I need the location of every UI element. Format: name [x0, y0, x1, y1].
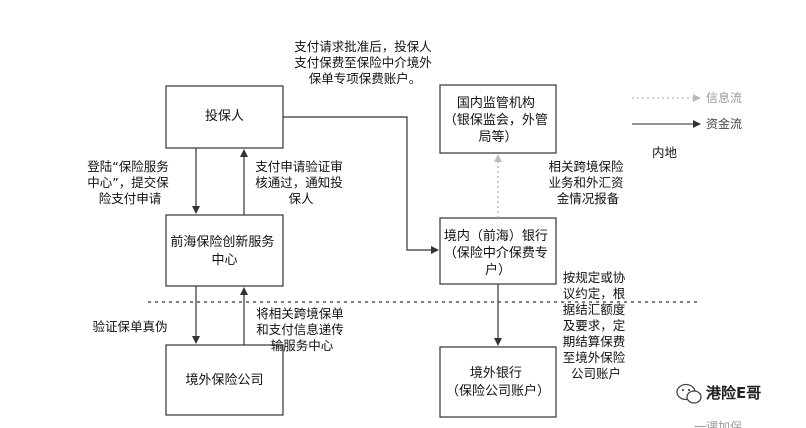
box-policyholder — [165, 85, 284, 149]
note-report: 相关跨境保险 业务和外汇资 金情况报备 — [549, 159, 628, 206]
box-overseas-insurer — [165, 344, 284, 416]
legend-info-flow-label: 信息流 — [706, 90, 742, 105]
watermark-text: 港险E哥 — [706, 384, 761, 402]
box-overseas-bank — [439, 346, 557, 418]
regulator-label: 国内监管机构 （银保监会，外管 局等） — [444, 95, 552, 145]
qianhai-center-label: 前海保险创新服务 中心 — [170, 234, 278, 268]
note-top-transfer: 支付请求批准后，投保人 支付保费至保险中介境外 保单专项保费账户。 — [294, 39, 436, 86]
policyholder-label: 投保人 — [205, 108, 244, 124]
note-verify-notify: 支付申请验证审 核通过，通知投 保人 — [255, 159, 347, 206]
wechat-logo-icon — [676, 383, 702, 404]
bottom-watermark-text: 一课加保 — [694, 420, 742, 428]
note-forward-info: 将相关跨境保单 和支付信息递传 输服务中心 — [256, 306, 348, 353]
note-settle: 按规定或协 议约定，根 据结汇额度 及要求，定 期结算保费 至境外保险 公司账户 — [563, 270, 630, 381]
overseas-insurer-label: 境外保险公司 — [185, 373, 263, 388]
legend-fund-flow-label: 资金流 — [706, 116, 742, 131]
region-label-mainland: 内地 — [652, 145, 678, 160]
box-qianhai-center — [165, 214, 284, 287]
domestic-bank-label: 境内（前海）银行 （保险中介保费专 户） — [444, 228, 552, 278]
box-regulator — [439, 84, 557, 154]
note-login-submit: 登陆“保险服务 中心”，提交保 险支付申请 — [87, 159, 172, 206]
note-verify-policy: 验证保单真伪 — [92, 319, 167, 334]
arrow-premium-transfer — [283, 116, 439, 254]
overseas-bank-label: 境外银行 （保险公司账户） — [446, 366, 550, 399]
